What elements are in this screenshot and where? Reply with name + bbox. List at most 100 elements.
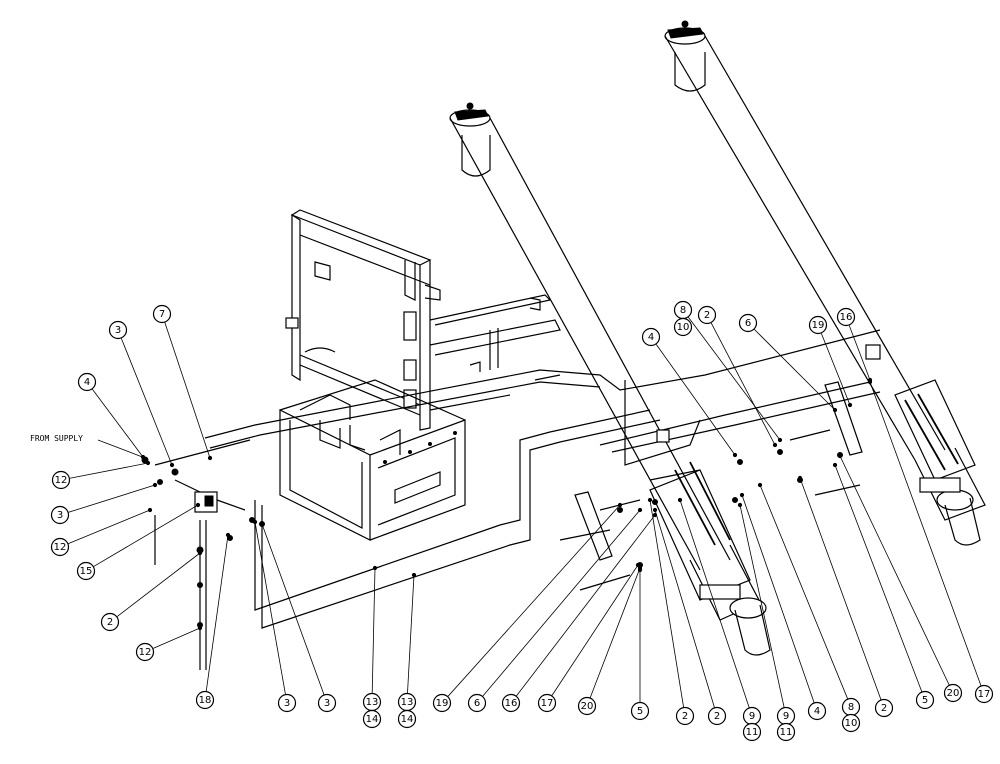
balloon-number: 7	[159, 309, 165, 320]
leader-line	[649, 499, 684, 708]
balloon-number: 14	[366, 714, 379, 725]
balloon-number: 17	[541, 698, 554, 709]
leader-line	[164, 322, 211, 459]
part-balloon-20: 20	[943, 683, 963, 703]
balloon-circle	[108, 320, 128, 340]
part-balloon-13: 13	[362, 692, 382, 712]
leader-line	[654, 509, 715, 708]
leader-line	[848, 325, 871, 381]
leader-arrowhead	[140, 454, 146, 460]
balloon-number: 2	[704, 310, 710, 321]
leader-line	[839, 455, 950, 686]
right-nozzle-body	[732, 344, 986, 546]
leader-line	[655, 344, 736, 456]
balloon-number: 2	[714, 711, 720, 722]
part-balloon-10: 10	[673, 317, 693, 337]
part-balloon-5: 5	[630, 701, 650, 721]
balloon-number: 8	[848, 702, 854, 713]
balloon-number: 12	[55, 475, 68, 486]
balloon-number: 17	[978, 689, 991, 700]
leader-arrowhead	[259, 521, 265, 527]
part-balloon-4: 4	[641, 327, 661, 347]
balloon-number: 3	[57, 510, 63, 521]
balloon-circle	[675, 706, 695, 726]
balloon-number: 14	[401, 714, 414, 725]
leader-line	[407, 574, 415, 694]
part-balloon-2: 2	[100, 612, 120, 632]
balloon-circle	[432, 693, 452, 713]
from-supply-callout: FROM SUPPLY	[30, 434, 146, 459]
balloon-number: 5	[637, 706, 643, 717]
balloon-number: 2	[682, 711, 688, 722]
leader-arrowhead	[637, 567, 643, 573]
balloon-circle	[673, 317, 693, 337]
balloon-circle	[742, 722, 762, 742]
part-balloon-2: 2	[697, 305, 717, 325]
leader-line	[93, 504, 199, 567]
leader-line	[834, 464, 923, 692]
part-balloon-6: 6	[738, 313, 758, 333]
balloon-number: 20	[947, 688, 960, 699]
leader-arrowhead	[737, 502, 743, 508]
leader-arrowhead	[757, 482, 763, 488]
leader-arrowhead	[867, 377, 873, 383]
part-balloon-9: 9	[742, 706, 762, 726]
left-valve-assembly	[141, 456, 265, 628]
balloon-circle	[974, 684, 994, 704]
balloon-number: 6	[474, 698, 480, 709]
balloon-number: 10	[845, 718, 858, 729]
leader-line	[92, 388, 144, 458]
part-balloon-2: 2	[874, 698, 894, 718]
left-boom-tube	[449, 102, 731, 571]
part-balloon-16: 16	[501, 693, 521, 713]
from-supply-label: FROM SUPPLY	[30, 434, 83, 443]
part-balloon-14: 14	[362, 709, 382, 729]
part-balloon-19: 19	[432, 693, 452, 713]
balloon-number: 4	[648, 332, 654, 343]
balloon-circle	[317, 693, 337, 713]
leader-arrowhead	[832, 407, 838, 413]
leader-arrowhead	[372, 565, 378, 571]
leader-line	[739, 504, 785, 708]
balloon-circle	[76, 561, 96, 581]
part-balloon-13: 13	[397, 692, 417, 712]
leader-line	[69, 462, 149, 479]
part-balloon-3: 3	[277, 693, 297, 713]
part-balloon-12: 12	[50, 537, 70, 557]
part-balloon-3: 3	[317, 693, 337, 713]
leader-line	[447, 504, 621, 697]
leader-arrowhead	[152, 482, 158, 488]
leader-line	[820, 333, 851, 406]
part-balloon-8: 8	[841, 697, 861, 717]
balloon-number: 2	[881, 703, 887, 714]
part-balloon-8: 8	[673, 300, 693, 320]
balloon-number: 20	[581, 701, 594, 712]
part-balloon-17: 17	[974, 684, 994, 704]
leader-arrowhead	[647, 497, 653, 503]
part-balloon-11: 11	[776, 722, 796, 742]
balloon-circle	[51, 470, 71, 490]
balloon-circle	[195, 690, 215, 710]
part-balloon-3: 3	[50, 505, 70, 525]
balloon-number: 11	[780, 727, 793, 738]
balloon-number: 10	[677, 322, 690, 333]
leader-line	[68, 484, 156, 513]
balloon-circle	[836, 307, 856, 327]
balloon-circle	[100, 612, 120, 632]
leader-line	[710, 322, 776, 446]
balloon-number: 9	[783, 711, 789, 722]
balloon-number: 8	[680, 305, 686, 316]
part-balloon-2: 2	[675, 706, 695, 726]
balloon-circle	[943, 683, 963, 703]
leader-line	[153, 627, 201, 649]
balloon-circle	[808, 315, 828, 335]
leader-line	[261, 523, 325, 695]
leader-arrowhead	[207, 455, 213, 461]
part-balloon-3: 3	[108, 320, 128, 340]
balloon-circle	[641, 327, 661, 347]
balloon-circle	[630, 701, 650, 721]
balloon-number: 3	[324, 698, 330, 709]
leader-line	[754, 329, 836, 411]
